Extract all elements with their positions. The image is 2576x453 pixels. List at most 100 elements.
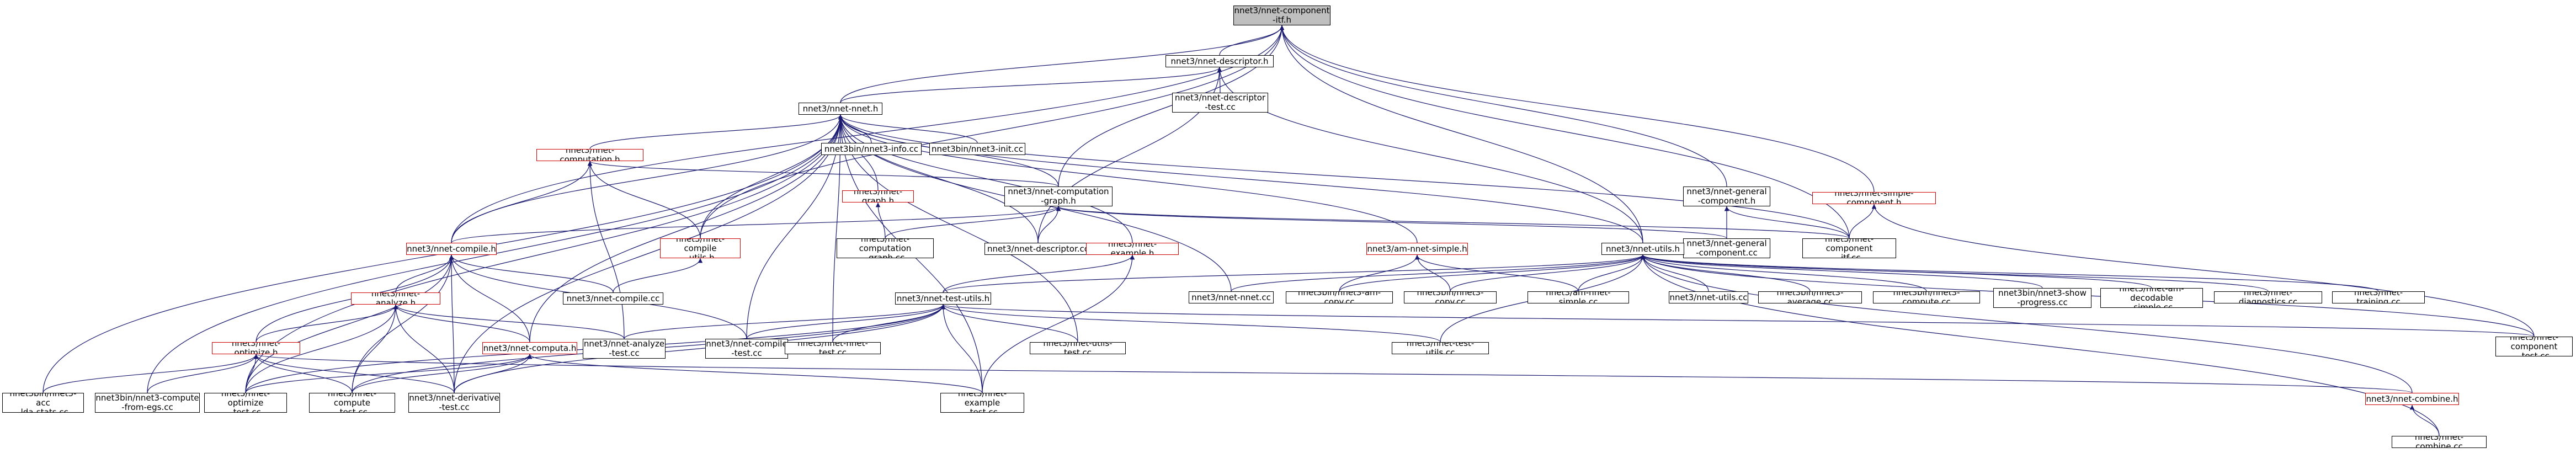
edge-test-utils-h-to-analyze-test bbox=[624, 304, 946, 339]
graph-node-nnet3-average[interactable]: nnet3bin/nnet3-average.cc bbox=[1758, 291, 1862, 303]
graph-node-optimize-test[interactable]: nnet3/nnet-optimize -test.cc bbox=[204, 393, 287, 413]
edge-comp-graph-h-to-descriptor-cc bbox=[1037, 206, 1061, 243]
graph-node-descriptor-cc[interactable]: nnet3/nnet-descriptor.cc bbox=[984, 243, 1092, 255]
graph-node-nnet-test[interactable]: nnet3/nnet-nnet-test.cc bbox=[785, 342, 881, 354]
graph-node-utils-test[interactable]: nnet3/nnet-utils-test.cc bbox=[1030, 342, 1126, 354]
graph-node-analyze-h[interactable]: nnet3/nnet-analyze.h bbox=[351, 292, 440, 305]
edge-example-h-to-test-utils-h bbox=[943, 254, 1135, 293]
edge-computation-h2-to-example-test bbox=[527, 354, 983, 393]
edge-nnet-h-to-computation-h2 bbox=[529, 114, 843, 343]
edge-component-to-component-cc bbox=[1279, 25, 1850, 239]
edge-simple-comp-h-to-component-cc bbox=[1849, 204, 1877, 239]
edge-comp-graph-h-to-component-cc bbox=[1056, 206, 1850, 239]
graph-node-combine-cc[interactable]: nnet3/nnet-combine.cc bbox=[2392, 436, 2487, 448]
graph-node-compile-utils-h[interactable]: nnet3/nnet-compile -utils.h bbox=[660, 238, 741, 258]
edge-computation-h-to-compile-utils-h bbox=[587, 161, 701, 239]
graph-node-utils-cc[interactable]: nnet3/nnet-utils.cc bbox=[1669, 291, 1748, 303]
graph-node-general-comp-h[interactable]: nnet3/nnet-general -component.h bbox=[1683, 186, 1770, 206]
edge-nnet-h-to-computation-h bbox=[589, 114, 843, 150]
graph-node-general-comp-cc[interactable]: nnet3/nnet-general -component.cc bbox=[1683, 238, 1770, 258]
edge-utils-h-to-diagnostics bbox=[1641, 254, 2269, 292]
edge-utils-h-to-am-copy bbox=[1339, 254, 1646, 292]
edge-computation-h-to-analyze-test bbox=[587, 161, 625, 339]
graph-node-am-decodable[interactable]: nnet3/nnet-am-decodable -simple.cc bbox=[2100, 288, 2203, 308]
edge-utils-h-to-am-nnet-simple-cc bbox=[1578, 254, 1646, 292]
edge-descriptor-h-to-nnet-h bbox=[840, 67, 1222, 103]
edge-optimize-h-to-combine-h bbox=[254, 354, 2413, 393]
graph-node-utils-h[interactable]: nnet3/nnet-utils.h bbox=[1601, 243, 1684, 255]
graph-node-am-nnet-simple-cc[interactable]: nnet3/am-nnet-simple.cc bbox=[1527, 291, 1629, 303]
edge-computation-h2-to-optimize-test bbox=[245, 354, 533, 393]
graph-node-show-progress[interactable]: nnet3bin/nnet3-show -progress.cc bbox=[1993, 288, 2091, 308]
edge-compile-h-to-compile-cc bbox=[449, 254, 614, 293]
graph-node-compile-cc[interactable]: nnet3/nnet-compile.cc bbox=[563, 292, 663, 305]
graph-node-graph-h[interactable]: nnet3/nnet-graph.h bbox=[842, 190, 914, 202]
edge-test-utils-h-to-test-utils-cc bbox=[941, 304, 1441, 343]
graph-node-nnet3-info[interactable]: nnet3bin/nnet3-info.cc bbox=[821, 143, 922, 155]
graph-node-am-nnet-simple-h[interactable]: nnet3/am-nnet-simple.h bbox=[1366, 243, 1468, 255]
edge-test-utils-h-to-compile-test bbox=[746, 304, 946, 339]
graph-node-test-utils-h[interactable]: nnet3/nnet-test-utils.h bbox=[895, 292, 991, 305]
edge-nnet-h-to-optimize-test bbox=[245, 114, 843, 393]
edge-comp-graph-h-to-compile-h bbox=[451, 206, 1061, 243]
graph-node-combine-h[interactable]: nnet3/nnet-combine.h bbox=[2365, 393, 2459, 405]
graph-node-am-copy[interactable]: nnet3bin/nnet3-am-copy.cc bbox=[1286, 291, 1393, 303]
edge-am-nnet-simple-h-to-am-copy bbox=[1339, 254, 1420, 292]
graph-node-training[interactable]: nnet3/nnet-training.cc bbox=[2332, 291, 2425, 303]
edge-component-to-nnet-h bbox=[840, 25, 1285, 103]
graph-node-nnet-cc[interactable]: nnet3/nnet-nnet.cc bbox=[1189, 291, 1274, 303]
edge-analyze-h-to-compute-test bbox=[352, 304, 398, 393]
edge-nnet-h-to-am-nnet-simple-h bbox=[838, 114, 1418, 243]
graph-node-computation-h[interactable]: nnet3/nnet-computation.h bbox=[536, 149, 643, 161]
graph-node-compile-test[interactable]: nnet3/nnet-compile -test.cc bbox=[705, 339, 788, 359]
edge-compile-utils-h-to-compile-cc bbox=[613, 258, 703, 293]
edge-computation-h-to-comp-graph-h bbox=[588, 161, 1059, 187]
edge-nnet-h-to-derivative-test bbox=[454, 114, 843, 393]
edge-comp-graph-h-to-comp-graph-cc bbox=[885, 206, 1061, 239]
edge-descriptor-h-to-utils-h bbox=[1217, 67, 1643, 243]
edge-simple-comp-h-to-component-test bbox=[1871, 204, 2535, 337]
graph-node-component[interactable]: nnet3/nnet-component -itf.h bbox=[1233, 6, 1330, 25]
edge-optimize-h-to-derivative-test bbox=[253, 354, 455, 393]
graph-node-diagnostics[interactable]: nnet3/nnet-diagnostics.cc bbox=[2214, 291, 2322, 303]
edge-computation-h2-to-compute-test bbox=[352, 354, 533, 393]
edge-utils-h-to-combine-cc bbox=[1640, 254, 2440, 436]
edge-general-comp-h-to-component-cc bbox=[1724, 206, 1850, 239]
graph-node-nnet-h[interactable]: nnet3/nnet-nnet.h bbox=[799, 103, 882, 115]
edge-nnet-h-to-nnet3-init bbox=[838, 114, 978, 143]
edge-utils-h-to-nnet-cc bbox=[1231, 254, 1646, 292]
graph-node-component-cc[interactable]: nnet3/nnet-component -itf.cc bbox=[1802, 238, 1896, 258]
graph-node-descriptor-h[interactable]: nnet3/nnet-descriptor.h bbox=[1165, 55, 1274, 67]
graph-node-compute-from-egs[interactable]: nnet3bin/nnet3-compute -from-egs.cc bbox=[95, 393, 200, 413]
graph-node-nnet3-copy[interactable]: nnet3bin/nnet3-copy.cc bbox=[1404, 291, 1497, 303]
edge-nnet-h-to-utils-test bbox=[838, 114, 1078, 343]
graph-node-computation-h2[interactable]: nnet3/nnet-computa.h bbox=[482, 342, 577, 354]
graph-node-descriptor-test[interactable]: nnet3/nnet-descriptor -test.cc bbox=[1172, 93, 1268, 113]
graph-node-comp-graph-h[interactable]: nnet3/nnet-computation -graph.h bbox=[1004, 186, 1113, 206]
graph-node-component-test[interactable]: nnet3/nnet-component -test.cc bbox=[2495, 337, 2573, 356]
graph-node-test-utils-cc[interactable]: nnet3/nnet-test-utils.cc bbox=[1392, 342, 1489, 354]
edge-analyze-h-to-analyze-test bbox=[393, 304, 625, 339]
graph-node-example-test[interactable]: nnet3/nnet-example -test.cc bbox=[940, 393, 1024, 413]
graph-node-analyze-test[interactable]: nnet3/nnet-analyze -test.cc bbox=[583, 339, 666, 359]
graph-node-example-h[interactable]: nnet3/nnet-example.h bbox=[1086, 243, 1179, 255]
graph-node-comp-graph-cc[interactable]: nnet3/nnet-computation -graph.cc bbox=[837, 238, 934, 258]
edge-analyze-h-to-optimize-h bbox=[256, 304, 398, 343]
graph-node-compute-test[interactable]: nnet3/nnet-compute -test.cc bbox=[309, 393, 395, 413]
edge-component-to-general-comp-h bbox=[1279, 25, 1727, 187]
graph-node-simple-comp-h[interactable]: nnet3/nnet-simple-component.h bbox=[1812, 192, 1936, 204]
graph-node-derivative-test[interactable]: nnet3/nnet-derivative -test.cc bbox=[408, 393, 500, 413]
graph-node-optimize-h[interactable]: nnet3/nnet-optimize.h bbox=[212, 342, 300, 354]
edge-analyze-h-to-computation-h2 bbox=[393, 304, 530, 343]
edge-optimize-h-to-optimize-test bbox=[245, 354, 259, 393]
edge-computation-h2-to-derivative-test bbox=[454, 354, 533, 393]
graph-node-nnet3-init[interactable]: nnet3bin/nnet3-init.cc bbox=[929, 143, 1025, 155]
edge-nnet-h-to-component-cc bbox=[838, 114, 1850, 239]
edge-test-utils-h-to-component-test bbox=[941, 304, 2535, 337]
graph-node-acc-lda[interactable]: nnet3bin/nnet3-acc -lda-stats.cc bbox=[2, 393, 84, 413]
graph-node-compile-h[interactable]: nnet3/nnet-compile.h bbox=[406, 243, 497, 255]
edge-test-utils-h-to-example-test bbox=[940, 304, 983, 393]
edge-combine-h-to-combine-cc bbox=[2409, 404, 2440, 436]
graph-node-nnet3-compute[interactable]: nnet3bin/nnet3-compute.cc bbox=[1873, 291, 1980, 303]
